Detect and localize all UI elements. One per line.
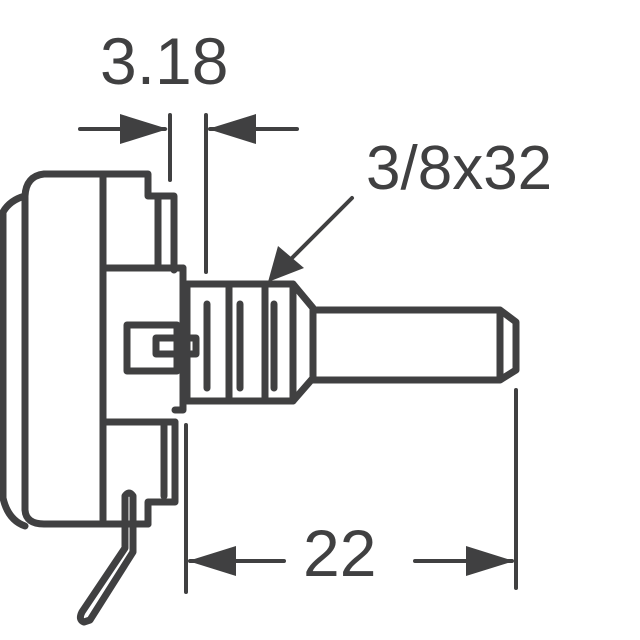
dimension-label-thread: 3/8x32 (366, 134, 553, 203)
dimension-3.18 (78, 113, 299, 274)
shaft (309, 306, 520, 384)
dimension-label-shaft-length: 22 (303, 516, 377, 590)
terminal-lug (76, 489, 137, 626)
dimension-22 (184, 388, 518, 594)
anti-rotation-tab (123, 321, 200, 375)
threaded-bushing (183, 280, 317, 405)
dimension-label-flat-offset: 3.18 (100, 24, 229, 98)
housing (0, 170, 187, 530)
dimension-thread-leader (268, 196, 354, 282)
